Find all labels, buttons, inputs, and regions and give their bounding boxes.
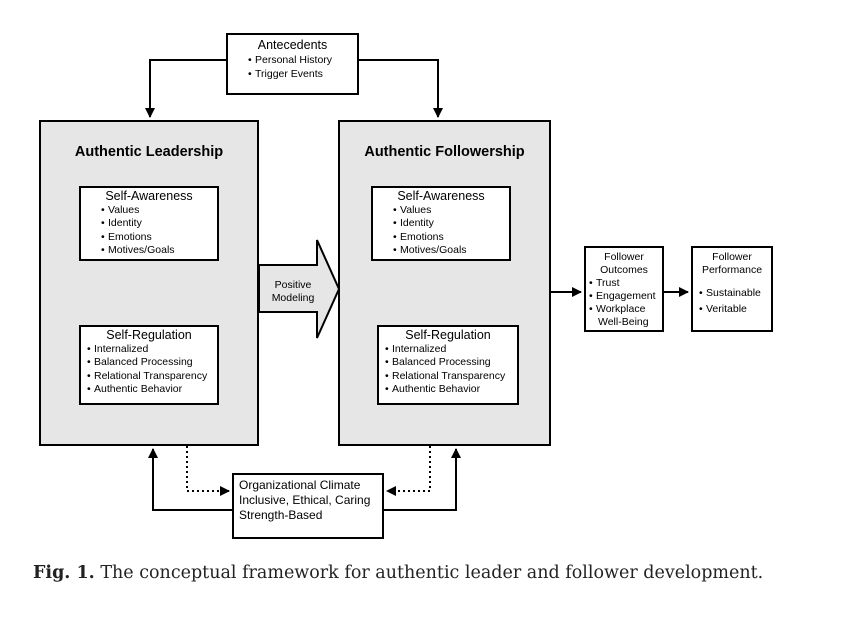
positive-modeling-line2: Modeling	[271, 291, 315, 304]
follower-outcomes-list: Trust Engagement Workplace	[586, 277, 662, 316]
follower-outcomes-box: Follower Outcomes Trust Engagement Workp…	[584, 246, 664, 332]
follower-performance-list: Sustainable Veritable	[693, 285, 771, 317]
organizational-climate-box: Organizational Climate Inclusive, Ethica…	[232, 473, 384, 539]
list-item: Balanced Processing	[87, 356, 217, 369]
follower-self-regulation-box: Self-Regulation Internalized Balanced Pr…	[377, 325, 519, 405]
list-item: Identity	[393, 217, 509, 230]
list-item: Values	[393, 204, 509, 217]
list-item: Relational Transparency	[87, 370, 217, 383]
follower-self-awareness-box: Self-Awareness Values Identity Emotions …	[371, 186, 511, 261]
list-item: Emotions	[393, 231, 509, 244]
dotted-arrow-followership-to-climate	[386, 446, 431, 496]
positive-modeling-line1: Positive	[274, 279, 312, 291]
list-item: Authentic Behavior	[385, 383, 517, 396]
antecedents-title: Antecedents	[257, 38, 328, 52]
follower-self-regulation-title: Self-Regulation	[405, 328, 491, 342]
list-item: Authentic Behavior	[87, 383, 217, 396]
follower-performance-box: Follower Performance Sustainable Veritab…	[691, 246, 773, 332]
dotted-arrow-leadership-to-climate	[186, 446, 230, 496]
follower-outcomes-last-line: Well-Being	[598, 316, 649, 328]
list-item: Veritable	[699, 301, 771, 317]
figure-caption: Fig. 1. The conceptual framework for aut…	[33, 563, 763, 583]
list-item: Motives/Goals	[101, 244, 217, 257]
leader-self-awareness-list: Values Identity Emotions Motives/Goals	[81, 204, 217, 258]
list-item: Trigger Events	[248, 67, 357, 81]
positive-modeling-arrow	[258, 239, 341, 339]
follower-self-awareness-list: Values Identity Emotions Motives/Goals	[373, 204, 509, 258]
list-item: Balanced Processing	[385, 356, 517, 369]
list-item: Personal History	[248, 53, 357, 67]
figure-caption-text: The conceptual framework for authentic l…	[100, 563, 764, 583]
list-item: Sustainable	[699, 285, 771, 301]
list-item: Motives/Goals	[393, 244, 509, 257]
arrow-antecedents-to-leadership	[145, 59, 226, 118]
list-item: Engagement	[589, 290, 662, 303]
antecedents-box: Antecedents Personal History Trigger Eve…	[226, 33, 359, 95]
list-item: Emotions	[101, 231, 217, 244]
leader-self-regulation-list: Internalized Balanced Processing Relatio…	[81, 343, 217, 397]
leader-self-awareness-box: Self-Awareness Values Identity Emotions …	[79, 186, 219, 261]
figure-caption-label: Fig. 1.	[33, 563, 95, 583]
follower-outcomes-title: Follower Outcomes	[586, 251, 662, 276]
list-item: Internalized	[385, 343, 517, 356]
arrow-climate-to-followership	[384, 448, 461, 511]
leader-self-regulation-title: Self-Regulation	[106, 328, 192, 342]
follower-performance-title-line2: Performance	[701, 263, 763, 276]
follower-self-awareness-title: Self-Awareness	[397, 189, 485, 203]
list-item: Trust	[589, 277, 662, 290]
leader-self-regulation-box: Self-Regulation Internalized Balanced Pr…	[79, 325, 219, 405]
organizational-climate-line1: Organizational Climate	[239, 478, 361, 492]
follower-self-regulation-list: Internalized Balanced Processing Relatio…	[379, 343, 517, 397]
list-item: Internalized	[87, 343, 217, 356]
organizational-climate-text: Organizational Climate Inclusive, Ethica…	[234, 475, 382, 523]
arrow-antecedents-to-followership	[359, 59, 443, 118]
list-item: Workplace	[589, 303, 662, 316]
organizational-climate-line3: Strength-Based	[239, 508, 323, 522]
follower-performance-title: Follower Performance	[693, 251, 771, 276]
follower-performance-title-line1: Follower	[712, 251, 752, 263]
positive-modeling-label: Positive Modeling	[262, 279, 324, 304]
follower-outcomes-title-line1: Follower	[604, 251, 644, 263]
leader-self-awareness-title: Self-Awareness	[105, 189, 193, 203]
list-item: Values	[101, 204, 217, 217]
authentic-leadership-title: Authentic Leadership	[74, 144, 224, 160]
list-item: Identity	[101, 217, 217, 230]
arrow-climate-to-leadership	[148, 448, 232, 511]
organizational-climate-line2: Inclusive, Ethical, Caring	[239, 493, 371, 507]
list-item: Relational Transparency	[385, 370, 517, 383]
authentic-followership-title: Authentic Followership	[364, 144, 525, 160]
antecedents-list: Personal History Trigger Events	[228, 53, 357, 81]
follower-outcomes-title-line2: Outcomes	[600, 263, 648, 276]
